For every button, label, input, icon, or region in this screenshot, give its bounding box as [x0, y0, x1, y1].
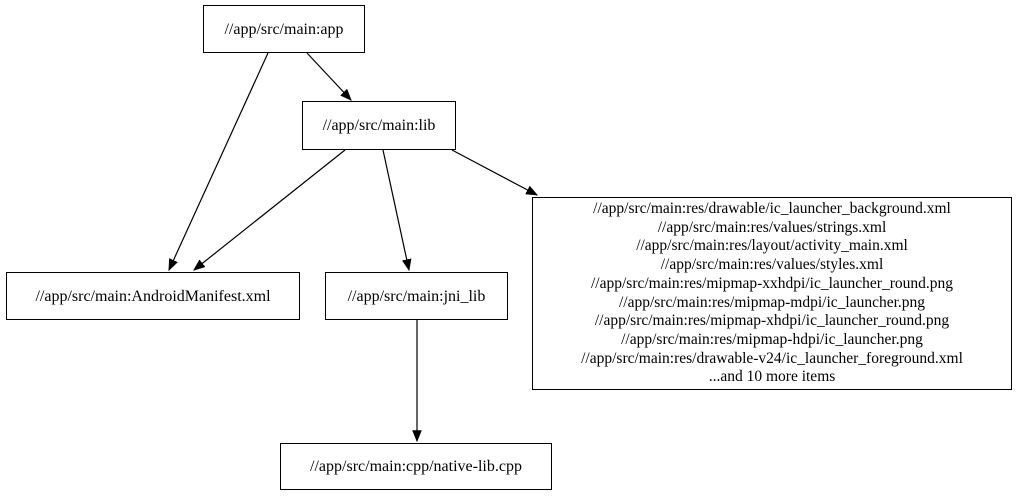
res-group-line: //app/src/main:res/drawable-v24/ic_launc… [581, 349, 963, 367]
edge-lib-to-manifest [193, 149, 346, 271]
res-group-line: //app/src/main:res/drawable/ic_launcher_… [593, 199, 951, 217]
node-android-manifest: //app/src/main:AndroidManifest.xml [6, 272, 300, 320]
node-native-lib-cpp: //app/src/main:cpp/native-lib.cpp [280, 443, 552, 490]
res-group-line: //app/src/main:res/mipmap-hdpi/ic_launch… [621, 330, 923, 348]
res-group-line: //app/src/main:res/values/styles.xml [660, 256, 884, 274]
edge-lib-to-jni-lib [382, 149, 412, 272]
node-lib-label: //app/src/main:lib [322, 117, 436, 134]
node-app-target: //app/src/main:app [203, 5, 365, 53]
res-group-line: //app/src/main:res/values/strings.xml [657, 218, 887, 236]
node-lib-target: //app/src/main:lib [302, 101, 456, 150]
res-group-line: //app/src/main:res/mipmap-mdpi/ic_launch… [618, 293, 926, 311]
node-res-group: //app/src/main:res/drawable/ic_launcher_… [532, 197, 1012, 390]
node-android-manifest-label: //app/src/main:AndroidManifest.xml [35, 287, 271, 305]
edge-app-to-lib [306, 52, 352, 101]
node-app-label: //app/src/main:app [224, 20, 344, 38]
res-group-line: //app/src/main:res/mipmap-xhdpi/ic_launc… [594, 312, 950, 330]
node-jni-lib: //app/src/main:jni_lib [325, 272, 508, 320]
res-group-line: //app/src/main:res/mipmap-xxhdpi/ic_laun… [590, 274, 953, 292]
res-group-line: //app/src/main:res/layout/activity_main.… [636, 237, 908, 255]
node-native-lib-cpp-label: //app/src/main:cpp/native-lib.cpp [310, 458, 522, 475]
res-group-more-items: ...and 10 more items [708, 368, 836, 386]
edge-lib-to-res-group [451, 149, 539, 196]
edge-app-to-manifest [168, 52, 269, 272]
node-jni-lib-label: //app/src/main:jni_lib [347, 287, 486, 305]
